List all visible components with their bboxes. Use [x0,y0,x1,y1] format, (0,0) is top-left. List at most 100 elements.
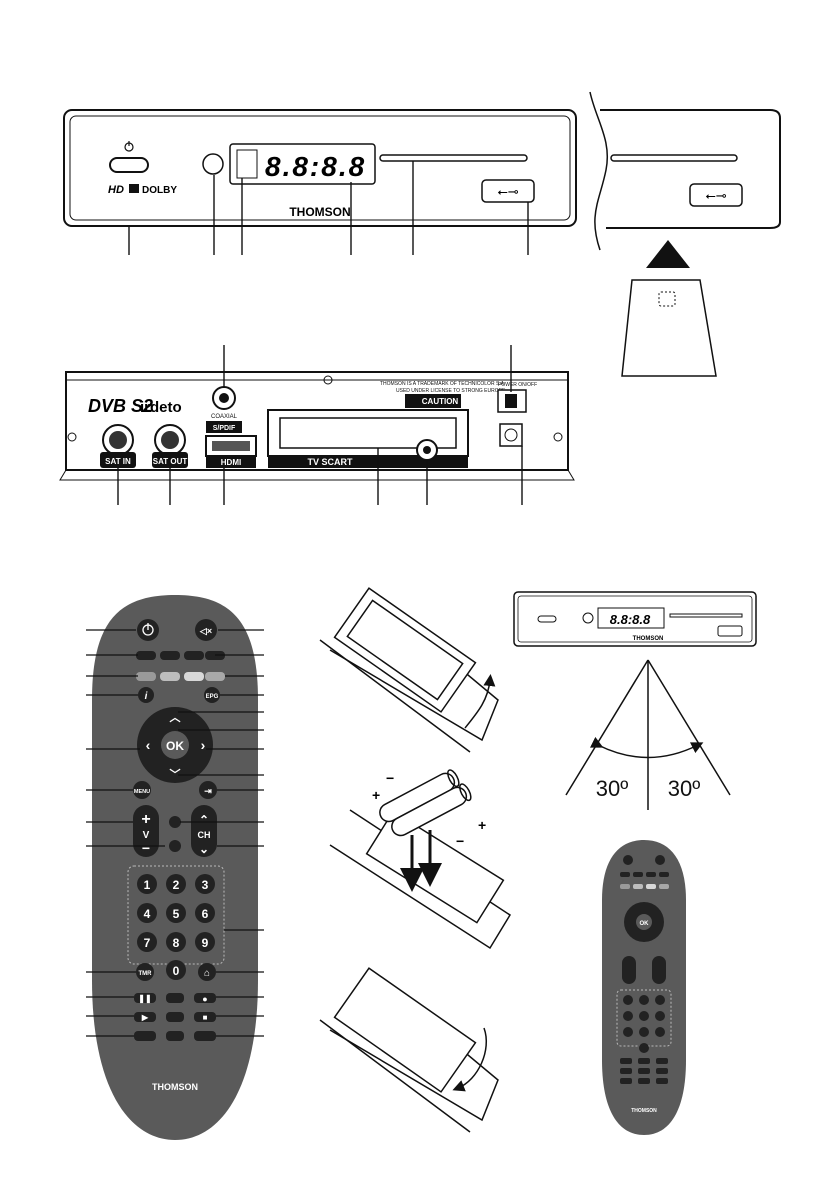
svg-text:2: 2 [173,878,180,892]
dc-in-port [499,423,523,447]
home-icon: ⌂ [204,968,210,979]
svg-text:1: 1 [144,878,151,892]
remote-callout-lines [86,629,264,1037]
remote-brand: THOMSON [152,1082,198,1092]
svg-text:EPG: EPG [206,694,219,700]
insert-arrow-icon [646,240,690,268]
svg-text:5: 5 [173,907,180,921]
smart-card [621,279,717,377]
power-switch: POWER ON/OFF [497,382,537,413]
svg-text:4: 4 [144,907,151,921]
coaxial-spdif-port: COAXIAL S/PDIF [206,386,242,433]
svg-text:MENU: MENU [134,789,150,795]
scart-port: TV SCART [267,409,469,468]
rear-panel-illustration: DVB S2 irdeto SAT IN SAT OUT COAXIAL S/P… [59,345,575,505]
exit-key [199,781,217,799]
svg-text:7: 7 [144,936,151,950]
trademark-line-1: THOMSON IS A TRADEMARK OF TECHNICOLOR S.… [380,381,505,387]
ir-sensor [202,153,224,175]
home-key [198,963,216,981]
svg-text:THOMSON: THOMSON [633,636,664,642]
receiver-angle-illustration: 8.8:8.8 THOMSON 30º 30º [513,591,757,810]
menu-key [133,781,151,799]
recall-key [169,840,181,852]
svg-text:TV SCART: TV SCART [308,457,354,467]
usb-icon: ⭠⊸ [705,188,726,203]
angle-left-label: 30º [596,776,629,801]
fav-key [169,816,181,828]
svg-text:HDMI: HDMI [221,458,241,467]
svg-text:8: 8 [173,936,180,950]
volume-rocker [133,805,159,857]
front-display [229,143,376,185]
svg-text:OK: OK [166,739,184,753]
front-panel-illustration: HD DOLBY 8.8:8.8 ⭠⊸ THOMSON [63,109,577,255]
svg-text:●: ● [202,994,207,1004]
card-chip [658,291,676,307]
dolby-logo: DOLBY [142,185,177,196]
small-remote-illustration: OK THOMSON [602,840,686,1135]
front-power-button [109,141,149,173]
trademark-line-2: USED UNDER LICENSE TO STRONG EUROPE [396,388,506,394]
card-slot [379,154,528,162]
number-pad-frame [127,865,225,965]
svg-text:⌄: ⌄ [199,842,209,856]
svg-text:−: − [142,840,150,856]
transport-keys [134,993,216,1041]
svg-text:❚❚: ❚❚ [138,994,151,1004]
remote-control-illustration: ◁× i EPG OK ︿ ﹀ ‹ › MENU ⇥ + [86,595,264,1140]
dvb-s2-logo: DVB S2 [88,396,153,416]
exit-icon: ⇥ [204,786,212,796]
svg-text:OK: OK [640,921,650,927]
svg-text:CH: CH [198,830,211,840]
svg-text:3: 3 [202,878,209,892]
svg-text:■: ■ [203,1013,208,1022]
sat-out-port: SAT OUT [152,424,188,468]
hdmi-port: HDMI [205,435,257,468]
battery-minus-2: − [456,833,464,849]
up-arrow-icon: ︿ [170,712,181,724]
svg-text:S/PDIF: S/PDIF [213,425,236,432]
ok-key [161,731,189,759]
caution-label [405,394,461,408]
info-key [138,687,154,703]
battery-minus-1: − [386,770,394,786]
card-slot-detail-illustration: ⭠⊸ [589,91,781,377]
svg-text:▶: ▶ [141,1013,149,1022]
svg-text:⌃: ⌃ [199,813,209,827]
channel-rocker [191,805,217,857]
angle-right-label: 30º [668,776,701,801]
battery-plus-1: + [372,787,380,803]
hd-logo: HD [108,184,124,196]
rear-callout-lines [117,345,523,505]
svg-text:SAT OUT: SAT OUT [153,457,188,466]
left-arrow-icon: ‹ [146,737,151,753]
svg-text:+: + [141,811,150,828]
sat-in-port: SAT IN [100,424,136,468]
svg-text:THOMSON: THOMSON [631,1108,657,1114]
front-callout-lines [128,161,529,255]
battery-plus-2: + [478,817,486,833]
display-digits: 8.8:8.8 [265,151,366,182]
color-keys [136,672,225,681]
svg-text:COAXIAL: COAXIAL [211,414,238,420]
front-brand: THOMSON [289,205,350,219]
svg-text:9: 9 [202,936,209,950]
dolby-logo-mark [129,184,139,193]
svg-text:TMR: TMR [139,971,153,977]
svg-text:6: 6 [202,907,209,921]
front-usb-port [481,179,535,203]
battery-step-2 [329,769,512,950]
svg-text:i: i [145,691,148,702]
epg-key [204,687,220,703]
svg-text:0: 0 [173,964,180,978]
mute-key [195,619,217,641]
tmr-key [136,963,154,981]
svg-text:V: V [143,830,150,841]
svg-text:CAUTION: CAUTION [422,397,459,406]
number-pad: 1 2 3 4 5 6 7 8 9 0 [137,874,215,980]
battery-step-1 [319,587,499,753]
down-arrow-icon: ﹀ [170,767,181,781]
battery-step-3 [319,967,499,1133]
